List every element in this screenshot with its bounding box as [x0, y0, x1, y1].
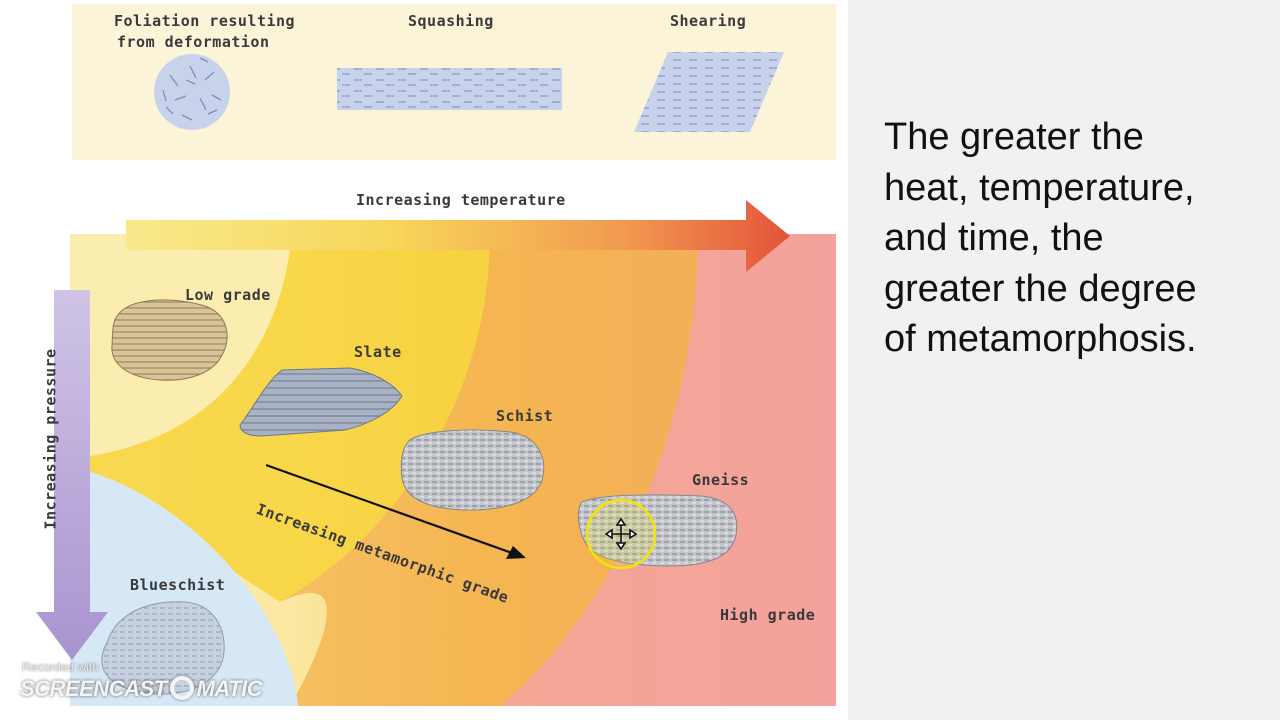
diagram-area: Foliation resulting from deformation Squ…: [0, 0, 848, 720]
schist-rock: [401, 430, 543, 510]
high-grade-label: High grade: [720, 606, 815, 624]
logo-o-icon: [170, 676, 194, 700]
slate-rock: [240, 368, 402, 436]
screencast-o-matic-logo: SCREENCAST MATIC: [20, 676, 262, 702]
slide-body-text: The greater the heat, temperature, and t…: [884, 112, 1264, 365]
low-grade-rock: [112, 300, 227, 380]
logo-text-right: MATIC: [197, 676, 263, 701]
blueschist-label: Blueschist: [130, 576, 225, 594]
body-line-1: The greater the: [884, 112, 1264, 163]
schist-label: Schist: [496, 407, 553, 425]
cursor-highlight: [587, 500, 655, 568]
body-line-4: greater the degree: [884, 264, 1264, 315]
recorded-with-text: Recorded with: [22, 660, 99, 674]
slate-label: Slate: [354, 343, 402, 361]
body-line-5: of metamorphosis.: [884, 314, 1264, 365]
gneiss-label: Gneiss: [692, 471, 749, 489]
body-line-3: and time, the: [884, 213, 1264, 264]
logo-text-left: SCREENCAST: [20, 676, 167, 701]
low-grade-label: Low grade: [185, 286, 271, 304]
body-line-2: heat, temperature,: [884, 163, 1264, 214]
